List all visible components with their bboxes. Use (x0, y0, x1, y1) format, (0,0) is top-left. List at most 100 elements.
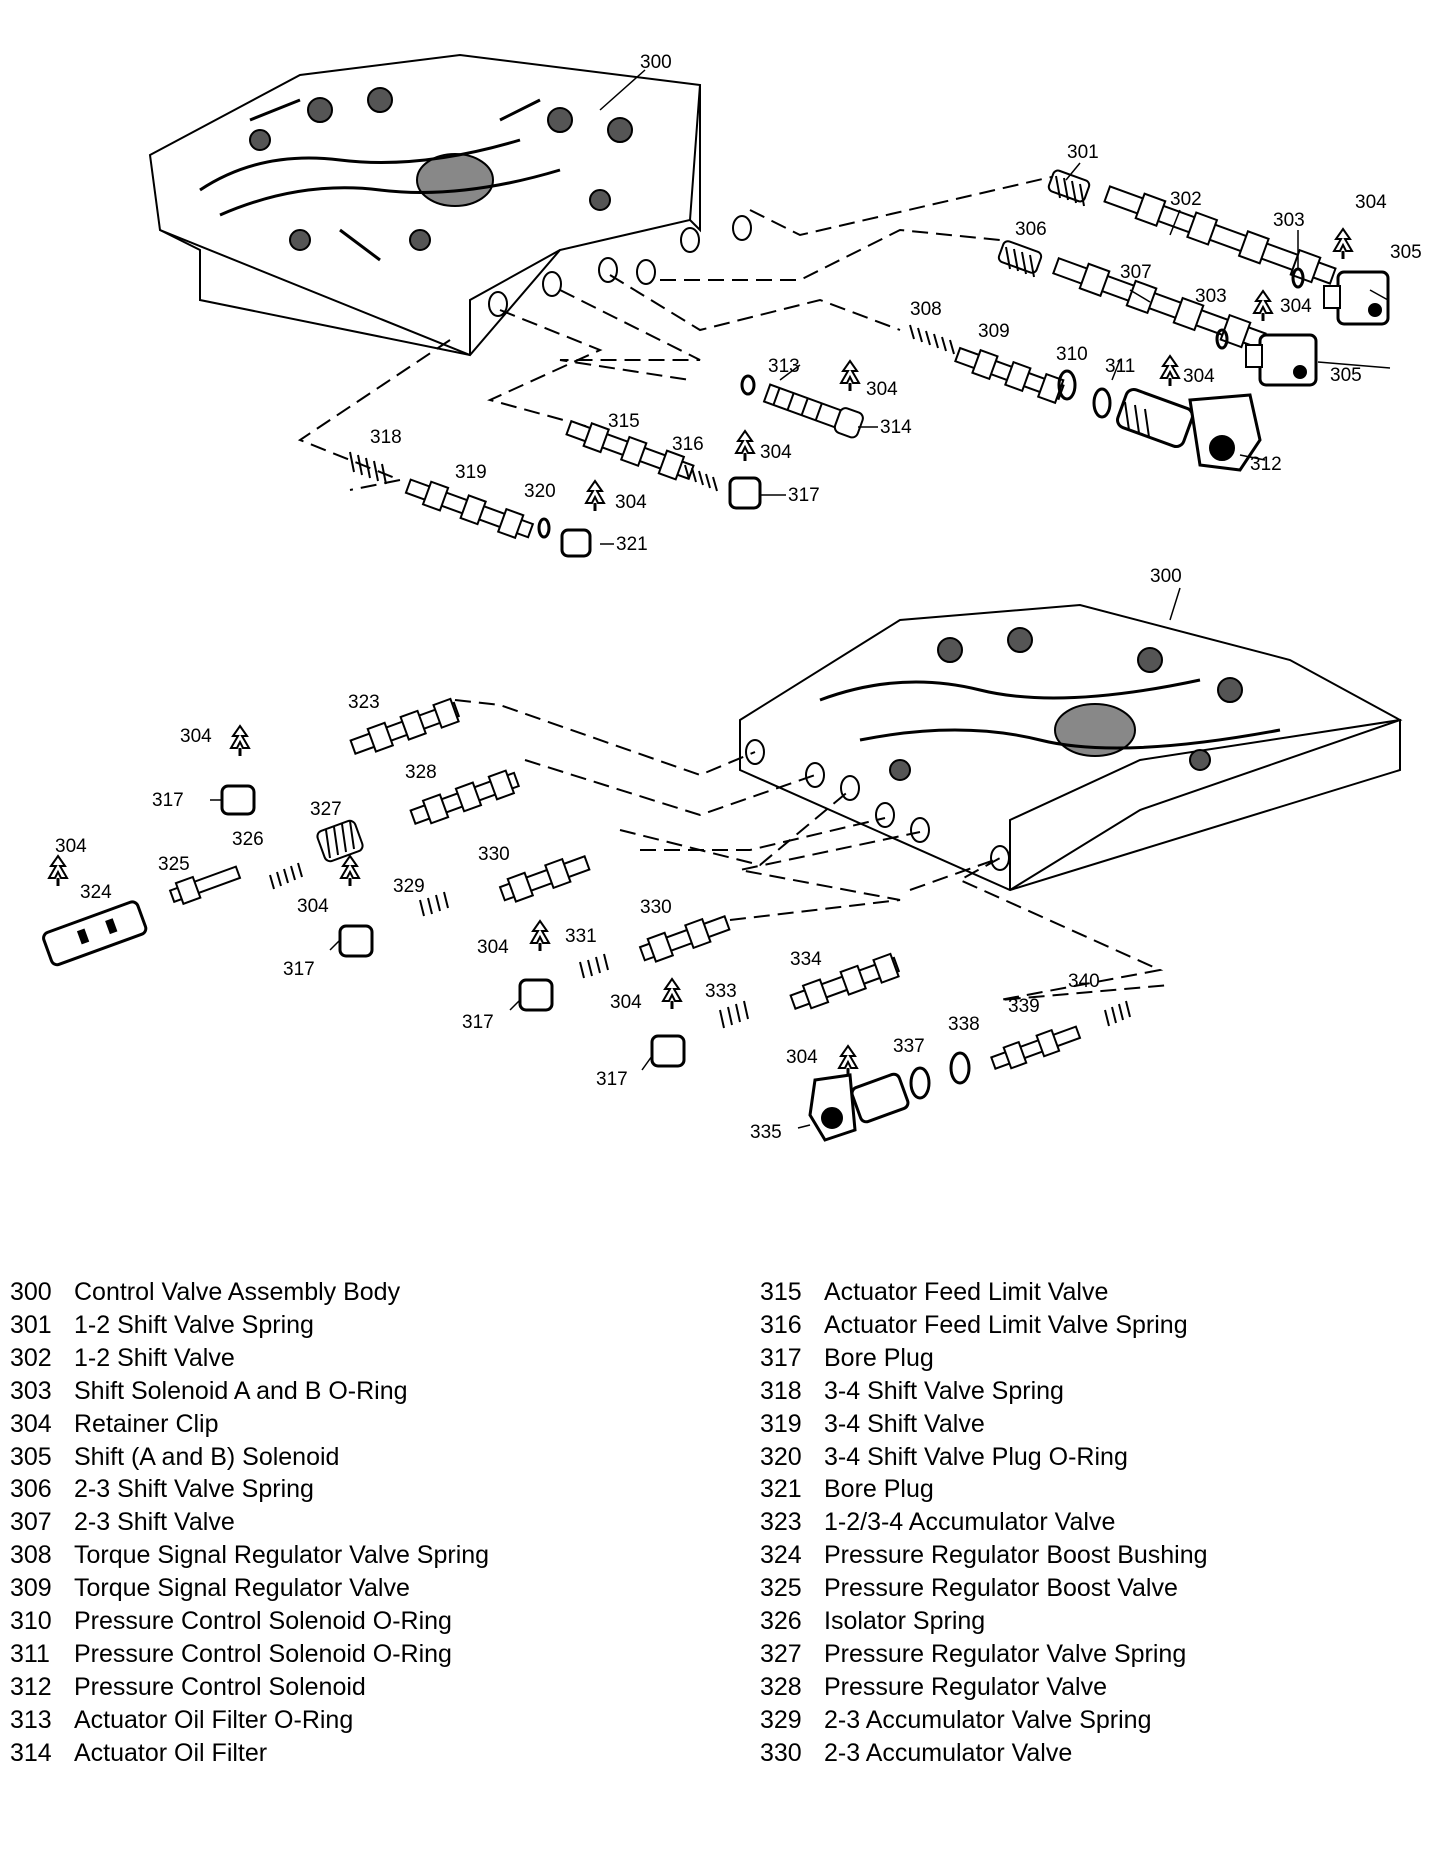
bottom-valve-body (739, 603, 1403, 892)
legend-part-number: 307 (10, 1508, 52, 1537)
callout-329: 329 (393, 876, 425, 897)
legend-part-description: 1-2/3-4 Accumulator Valve (824, 1508, 1116, 1537)
legend-part-number: 308 (10, 1541, 52, 1570)
legend-part-description: Bore Plug (824, 1475, 934, 1504)
legend-row: 308 Torque Signal Regulator Valve Spring (10, 1539, 489, 1572)
part-338-oring (949, 1051, 971, 1085)
callout-338: 338 (948, 1014, 980, 1035)
legend-part-number: 305 (10, 1442, 52, 1471)
legend-part-number: 327 (760, 1639, 802, 1668)
legend-part-description: Pressure Control Solenoid O-Ring (74, 1639, 452, 1668)
callout-321: 321 (616, 534, 648, 555)
legend-part-description: Actuator Oil Filter (74, 1738, 268, 1767)
callout-304h: 304 (55, 836, 87, 857)
callout-317d: 317 (462, 1012, 494, 1033)
part-304c-clip (1159, 354, 1181, 388)
part-318-spring (349, 451, 387, 485)
legend-part-description: Bore Plug (824, 1343, 934, 1372)
callout-330a: 330 (478, 844, 510, 865)
callout-323: 323 (348, 692, 380, 713)
part-317e-plug (650, 1034, 686, 1068)
part-309-valve (954, 346, 1065, 405)
callout-316: 316 (672, 434, 704, 455)
part-301-spring (1047, 169, 1091, 207)
callout-304g: 304 (180, 726, 212, 747)
callout-325: 325 (158, 854, 190, 875)
legend-part-number: 315 (760, 1278, 802, 1306)
callout-307: 307 (1120, 262, 1152, 283)
legend-part-description: Control Valve Assembly Body (74, 1278, 401, 1306)
legend-row: 321 Bore Plug (760, 1473, 1208, 1506)
legend-part-description: 3-4 Shift Valve (824, 1409, 985, 1438)
part-324-bushing (42, 900, 148, 967)
bottom-leader-lines (454, 699, 1171, 1001)
part-315-valve (565, 419, 695, 481)
callout-303b: 303 (1195, 286, 1227, 307)
legend-part-description: Torque Signal Regulator Valve Spring (74, 1541, 490, 1570)
legend-part-description: 1-2 Shift Valve (74, 1343, 235, 1372)
callout-317e: 317 (596, 1069, 628, 1090)
legend-part-description: Pressure Regulator Boost Valve (824, 1574, 1178, 1603)
legend-part-number: 321 (760, 1475, 802, 1504)
part-312-pcs (1116, 387, 1262, 472)
legend-part-number: 309 (10, 1574, 52, 1603)
legend-part-number: 310 (10, 1607, 52, 1636)
callout-314: 314 (880, 417, 912, 438)
part-326-spring (269, 862, 303, 890)
callout-335: 335 (750, 1122, 782, 1143)
part-303-oring (1291, 267, 1305, 289)
part-314-filter (762, 383, 864, 439)
callout-309: 309 (978, 321, 1010, 342)
callout-301: 301 (1067, 142, 1099, 163)
legend-part-description: Pressure Control Solenoid O-Ring (74, 1607, 452, 1636)
part-339-valve (990, 1025, 1082, 1070)
legend-part-number: 306 (10, 1475, 52, 1504)
callout-300-top: 300 (640, 52, 672, 73)
part-337-oring (909, 1066, 931, 1100)
callout-304d: 304 (866, 379, 898, 400)
callout-304f: 304 (615, 492, 647, 513)
legend-row: 323 1-2/3-4 Accumulator Valve (760, 1506, 1208, 1539)
part-313-oring (740, 374, 756, 396)
part-333-spring (719, 1000, 749, 1029)
legend-part-description: Actuator Feed Limit Valve Spring (824, 1310, 1188, 1339)
legend-part-description: Pressure Regulator Valve (824, 1672, 1108, 1701)
part-319-valve (404, 478, 535, 540)
legend-part-number: 312 (10, 1672, 52, 1701)
top-exploded-parts (349, 169, 1390, 558)
exploded-view-diagram: 300 301 302 303 304 305 306 307 303 304 … (42, 52, 1422, 1143)
bottom-exploded-parts (42, 697, 1131, 1142)
callout-318: 318 (370, 427, 402, 448)
callout-302: 302 (1170, 189, 1202, 210)
legend-part-description: Isolator Spring (824, 1607, 986, 1636)
callout-304k: 304 (610, 992, 642, 1013)
part-304d-clip (839, 359, 861, 393)
part-304j-clip (529, 919, 551, 953)
part-330b-valve (638, 915, 731, 963)
legend-part-number: 323 (760, 1508, 802, 1537)
legend-part-number: 324 (760, 1541, 802, 1570)
part-317b-plug (220, 784, 256, 816)
part-325-valve (168, 865, 242, 906)
callout-305b: 305 (1330, 365, 1362, 386)
legend-part-description: Pressure Regulator Valve Spring (824, 1639, 1187, 1668)
part-321-plug (560, 528, 592, 558)
part-317c-plug (338, 924, 374, 958)
